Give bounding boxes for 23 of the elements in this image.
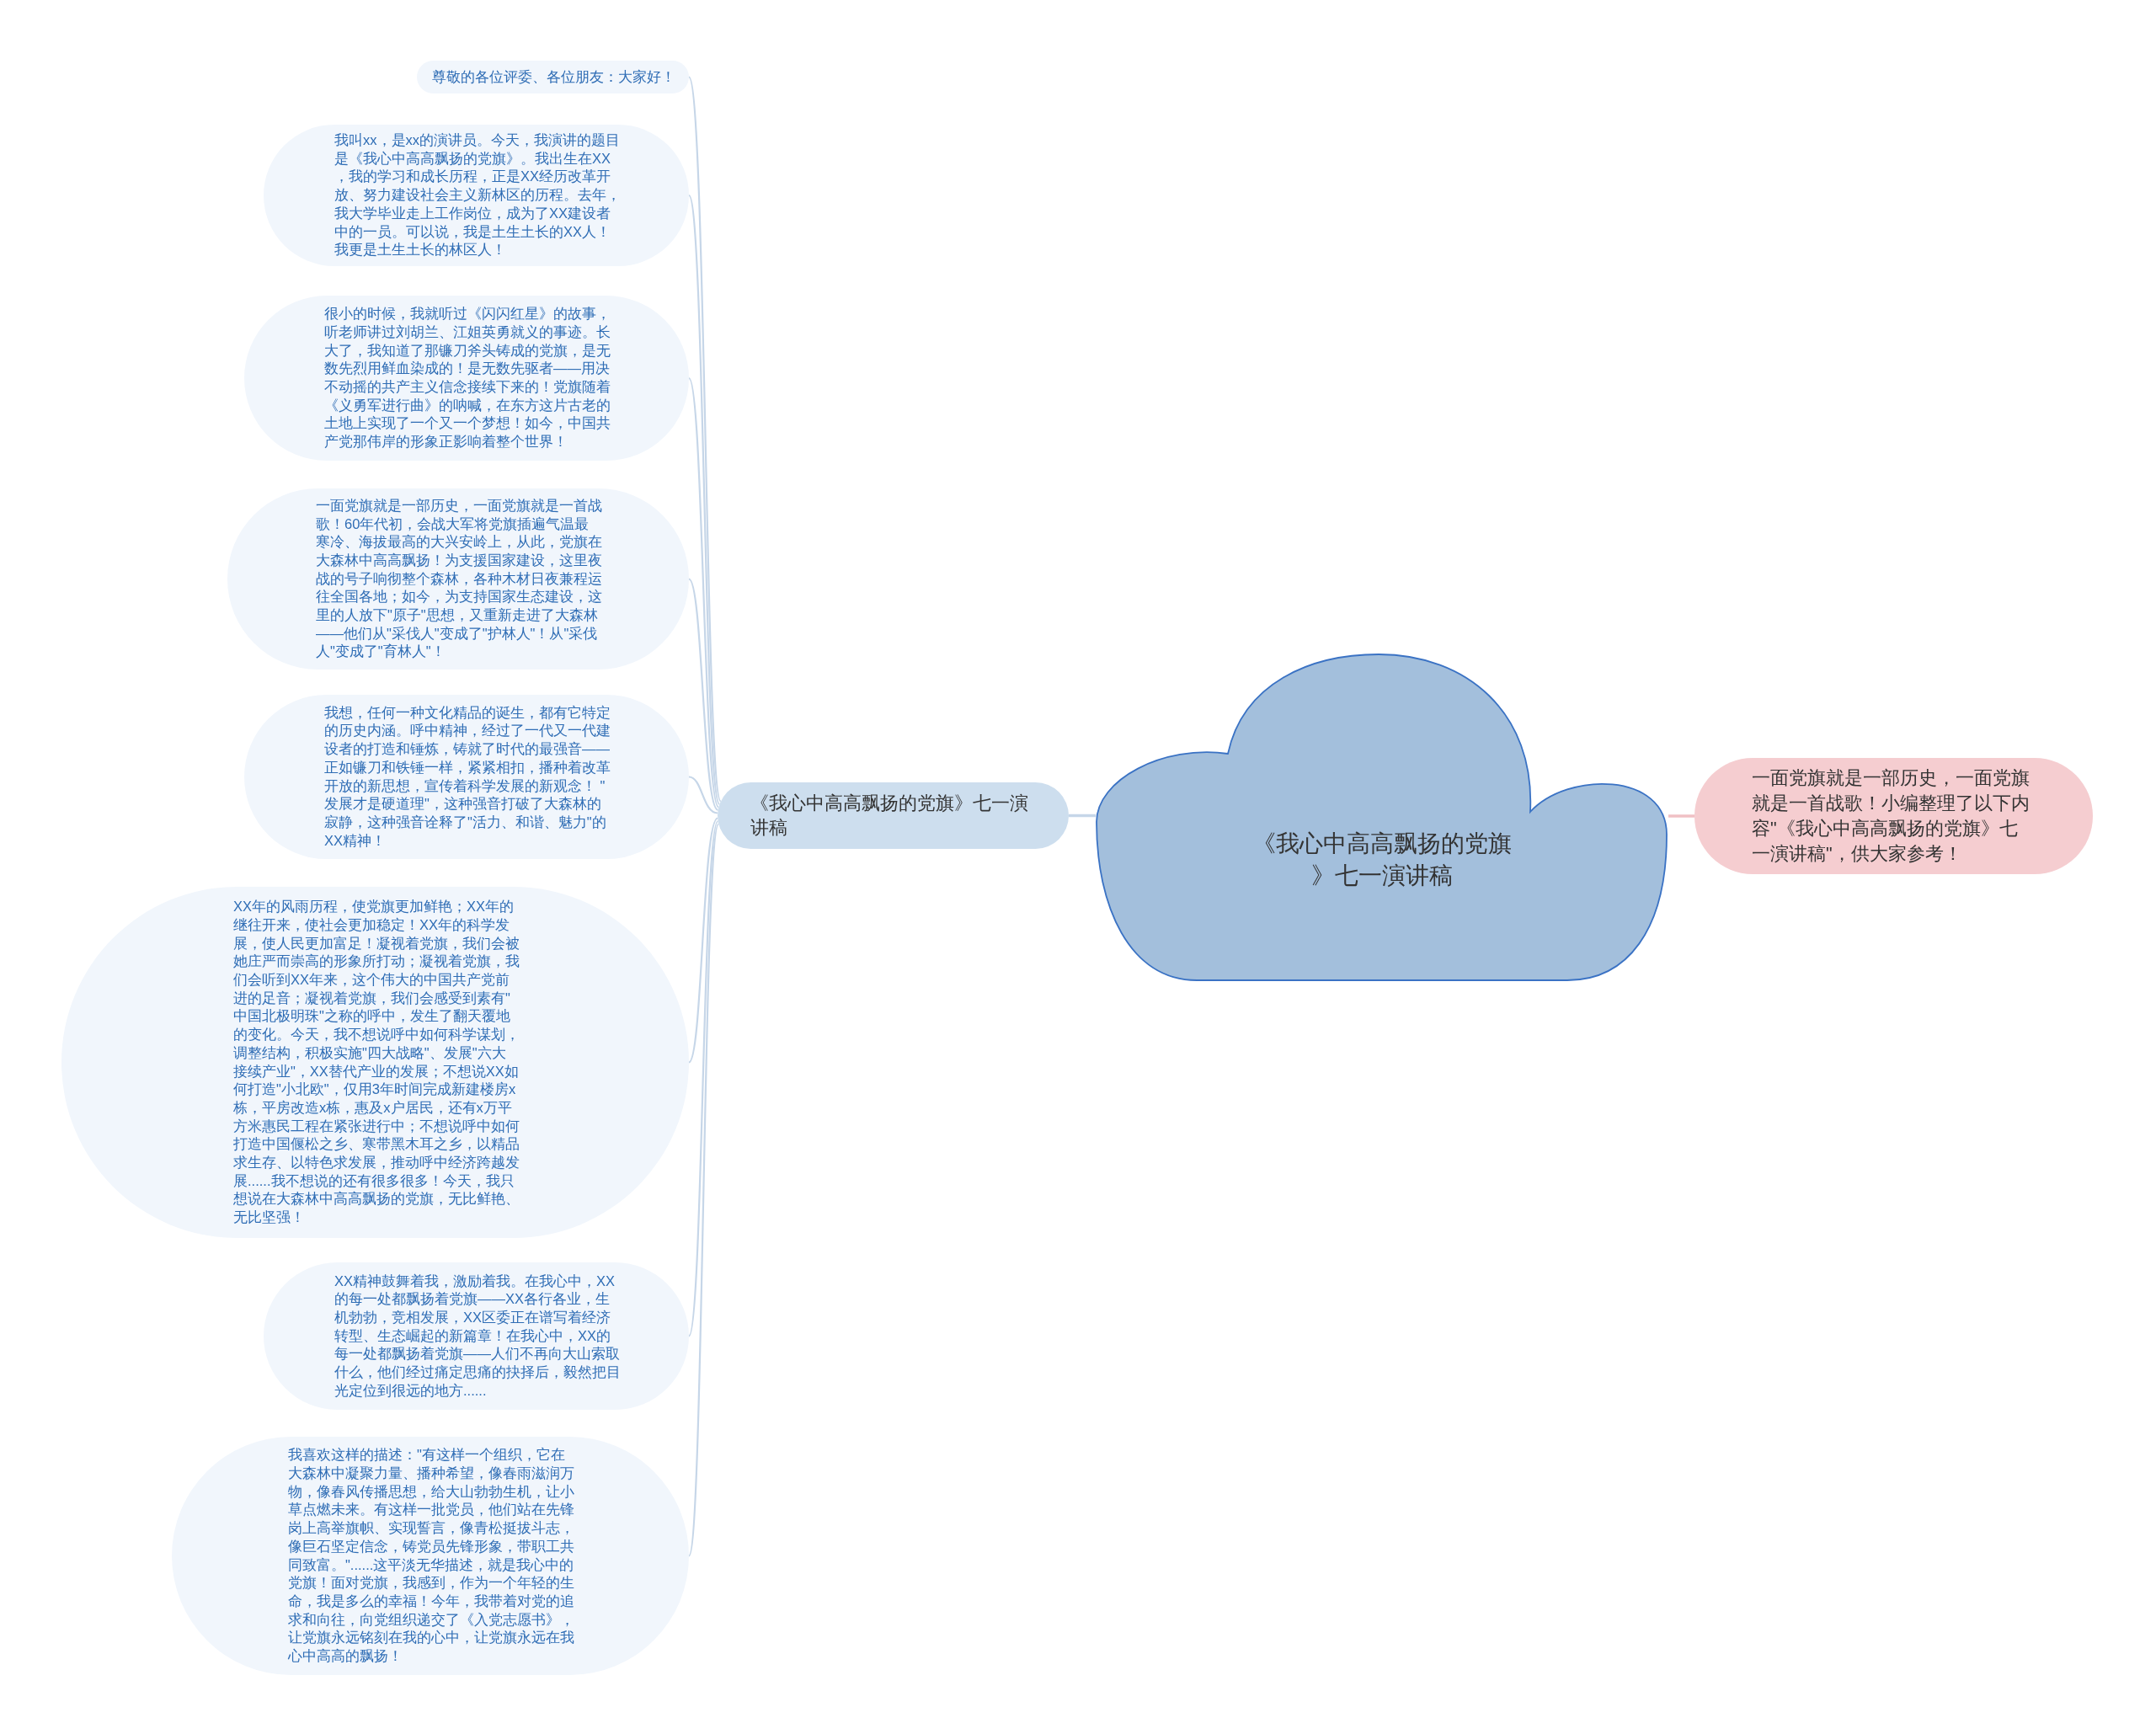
- connector-line: [687, 77, 722, 802]
- branch-pill: [718, 782, 1069, 849]
- paragraph-text: 一面党旗就是一部历史，一面党旗就是一首战歌！60年代初，会战大军将党旗插遍气温最寒冷、海拔最高的大兴安岭上，从此，党旗在大森林中高高飘扬！为支援国家建设，这里夜战的号子响彻整个森林，各种木材日夜兼程运往全国各地；如今，为支持国家生态建设，这里的人放下"原子"思想，又重新走进了大森林——他们从"采伐人"变成了"护林人"！从"采伐人"变成了"育林人"！: [316, 496, 602, 661]
- connector-line: [687, 377, 720, 808]
- connector-line: [687, 820, 719, 1337]
- connector-line: [688, 776, 718, 814]
- connector-line: [687, 824, 720, 1556]
- central-topic-text: 《我心中高高飘扬的党旗》七一演讲稿: [1251, 830, 1513, 890]
- paragraph-text: 很小的时候，我就听过《闪闪红星》的故事，听老师讲过刘胡兰、江姐英勇就义的事迹。长大了，我知道了那镰刀斧头铸成的党旗，是无数先烈用鲜血染成的！是无数先驱者——用决不动摇的共产主义信念接续下来的！党旗随着《义勇军进行曲》的呐喊，在东方这片古老的土地上实现了一个又一个梦想！如今，中国共产党那伟岸的形象正影响着整个世界！: [324, 305, 611, 451]
- connector-line: [687, 195, 721, 805]
- paragraph-text: XX年的风雨历程，使党旗更加鲜艳；XX年的继往开来，使社会更加稳定！XX年的科学发展，使人民更加富足！凝视着党旗，我们会被她庄严而崇高的形象所打动；凝视着党旗，我们会听到XX年来，这个伟大的中国共产党前进的足音；凝视着党旗，我们会感受到素有"中国北极明珠"之称的呼中，发生了翻天覆地的变化。今天，我不想说呼中如何科学谋划，调整结构，积极实施"四大战略"、发展"六大接续产业"，XX替代产业的发展；不想说XX如何打造"小北欧"，仅用3年时间完成新建楼房x栋，平房改造x栋，惠及x户居民，还有x万平方米惠民工程在紧张进行中；不想说呼中如何打造中国偃松之乡、寒带黑木耳之乡，以精品求生存、以特色求发展，推动呼中经济跨越发展......我不想说的还有很多很多！今天，我只想说在大森林中高高飘扬的党旗，无比鲜艳、无比坚强！: [233, 898, 520, 1227]
- paragraph-text: 我叫xx，是xx的演讲员。今天，我演讲的题目是《我心中高高飘扬的党旗》。我出生在XX，我的学习和成长历程，正是XX经历改革开放、努力建设社会主义新林区的历程。去年，我大学毕业走上工作岗位，成为了XX建设者中的一员。可以说，我是土生土长的XX人！我更是土生土长的林区人！: [334, 131, 621, 259]
- connector-line: [1668, 814, 1694, 818]
- branch-title: 《我心中高高飘扬的党旗》七一演讲稿: [750, 792, 1029, 840]
- connector-line: [688, 578, 719, 811]
- connector-line: [1069, 814, 1096, 818]
- summary-text: 一面党旗就是一部历史，一面党旗就是一首战歌！小编整理了以下内容"《我心中高高飘扬的党旗》七一演讲稿"，供大家参考！: [1752, 767, 2031, 866]
- paragraph-text: 我喜欢这样的描述："有这样一个组织，它在大森林中凝聚力量、播种希望，像春雨滋润万物，像春风传播思想，给大山勃勃生机，让小草点燃未来。有这样一批党员，他们站在先锋岗上高举旗帜、实现誓言，像青松挺拔斗志，像巨石坚定信念，铸党员先锋形象，带职工共同致富。"......这平淡无华描述，就是我心中的党旗！面对党旗，我感到，作为一个年轻的生命，我是多么的幸福！今年，我带着对党的追求和向往，向党组织递交了《入党志愿书》，让党旗永远铭刻在我的心中，让党旗永远在我心中高高的飘扬！: [288, 1446, 574, 1665]
- paragraph-text: 尊敬的各位评委、各位朋友：大家好！: [432, 67, 676, 86]
- paragraph-text: 我想，任何一种文化精品的诞生，都有它特定的历史内涵。呼中精神，经过了一代又一代建设者的打造和锤炼，铸就了时代的最强音——正如镰刀和铁锤一样，紧紧相扣，播种着改革开放的新思想，宣传着科学发展的新观念！ "发展才是硬道理"，这种强音打破了大森林的寂静，这种强音诠释了"活力、和谐、魅力"的XX精神！: [324, 703, 611, 850]
- paragraph-text: XX精神鼓舞着我，激励着我。在我心中，XX的每一处都飘扬着党旗——XX各行各业，生机勃勃，竞相发展，XX区委正在谱写着经济转型、生态崛起的新篇章！在我心中，XX的每一处都飘扬着党旗——人们不再向大山索取什么，他们经过痛定思痛的抉择后，毅然把目光定位到很远的地方......: [334, 1272, 621, 1400]
- connector-line: [688, 817, 718, 1064]
- topic-pill: [417, 61, 689, 93]
